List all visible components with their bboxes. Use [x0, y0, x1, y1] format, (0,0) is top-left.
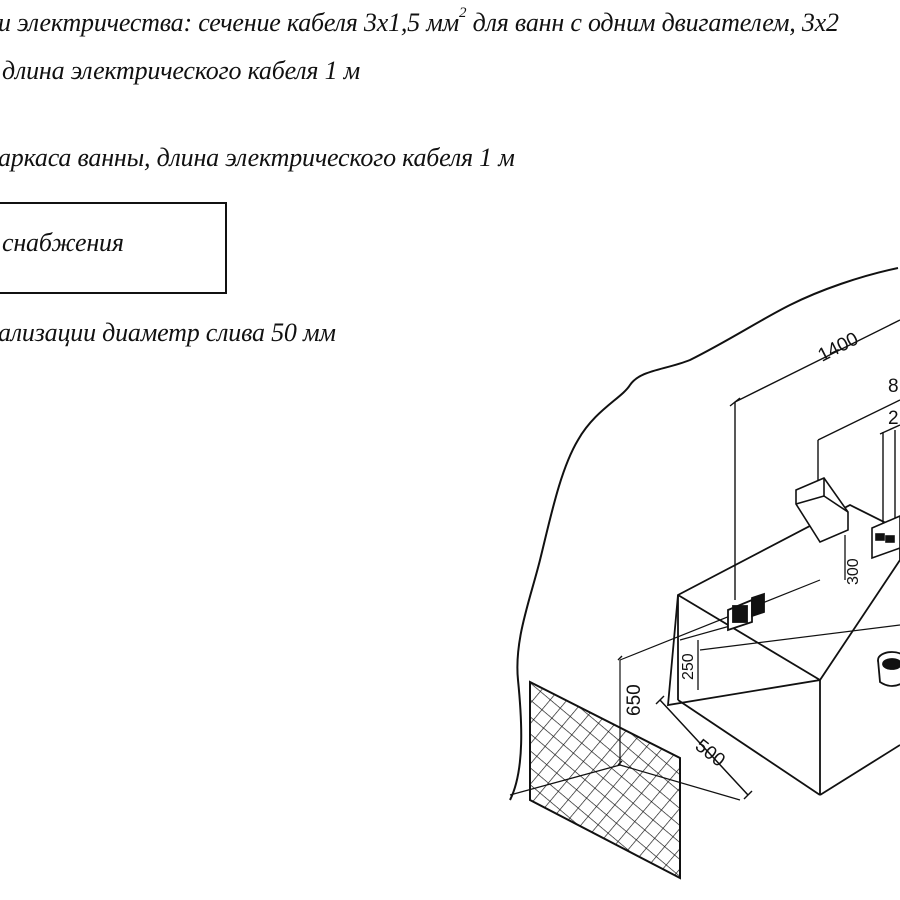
dim-depth-label: 500	[691, 735, 729, 771]
note-electricity: и электричества: сечение кабеля 3х1,5 мм…	[0, 5, 839, 38]
control-panel	[871, 515, 900, 560]
dimension-1400	[729, 319, 900, 600]
note-frame-cable: аркаса ванны, длина электрического кабел…	[0, 143, 515, 172]
drain-fixture	[877, 651, 900, 687]
note-electricity-text: и электричества: сечение кабеля 3х1,5 мм	[0, 8, 460, 37]
spout-fixture	[795, 477, 849, 544]
dim-height-label: 650	[624, 684, 645, 716]
note-electricity-tail: для ванн с одним двигателем, 3х2	[466, 8, 839, 37]
dim-partial-b-label: 2	[888, 408, 899, 429]
dim-tap-height-label: 300	[845, 558, 862, 585]
note-electricity-sup: 2	[459, 5, 467, 22]
dim-socket-height-label: 250	[680, 653, 697, 680]
note-cable-length: длина электрического кабеля 1 м	[2, 56, 361, 85]
inspection-grille	[529, 680, 681, 880]
dim-length-label: 1400	[815, 329, 862, 367]
bathtub-body	[666, 503, 900, 796]
wall-break-line	[509, 267, 899, 801]
dim-partial-a-label: 8	[888, 376, 899, 397]
supply-label-box: снабжения	[0, 202, 227, 294]
supply-label: снабжения	[2, 228, 124, 257]
note-drain: ализации диаметр слива 50 мм	[0, 318, 336, 347]
electrical-socket	[727, 592, 765, 632]
